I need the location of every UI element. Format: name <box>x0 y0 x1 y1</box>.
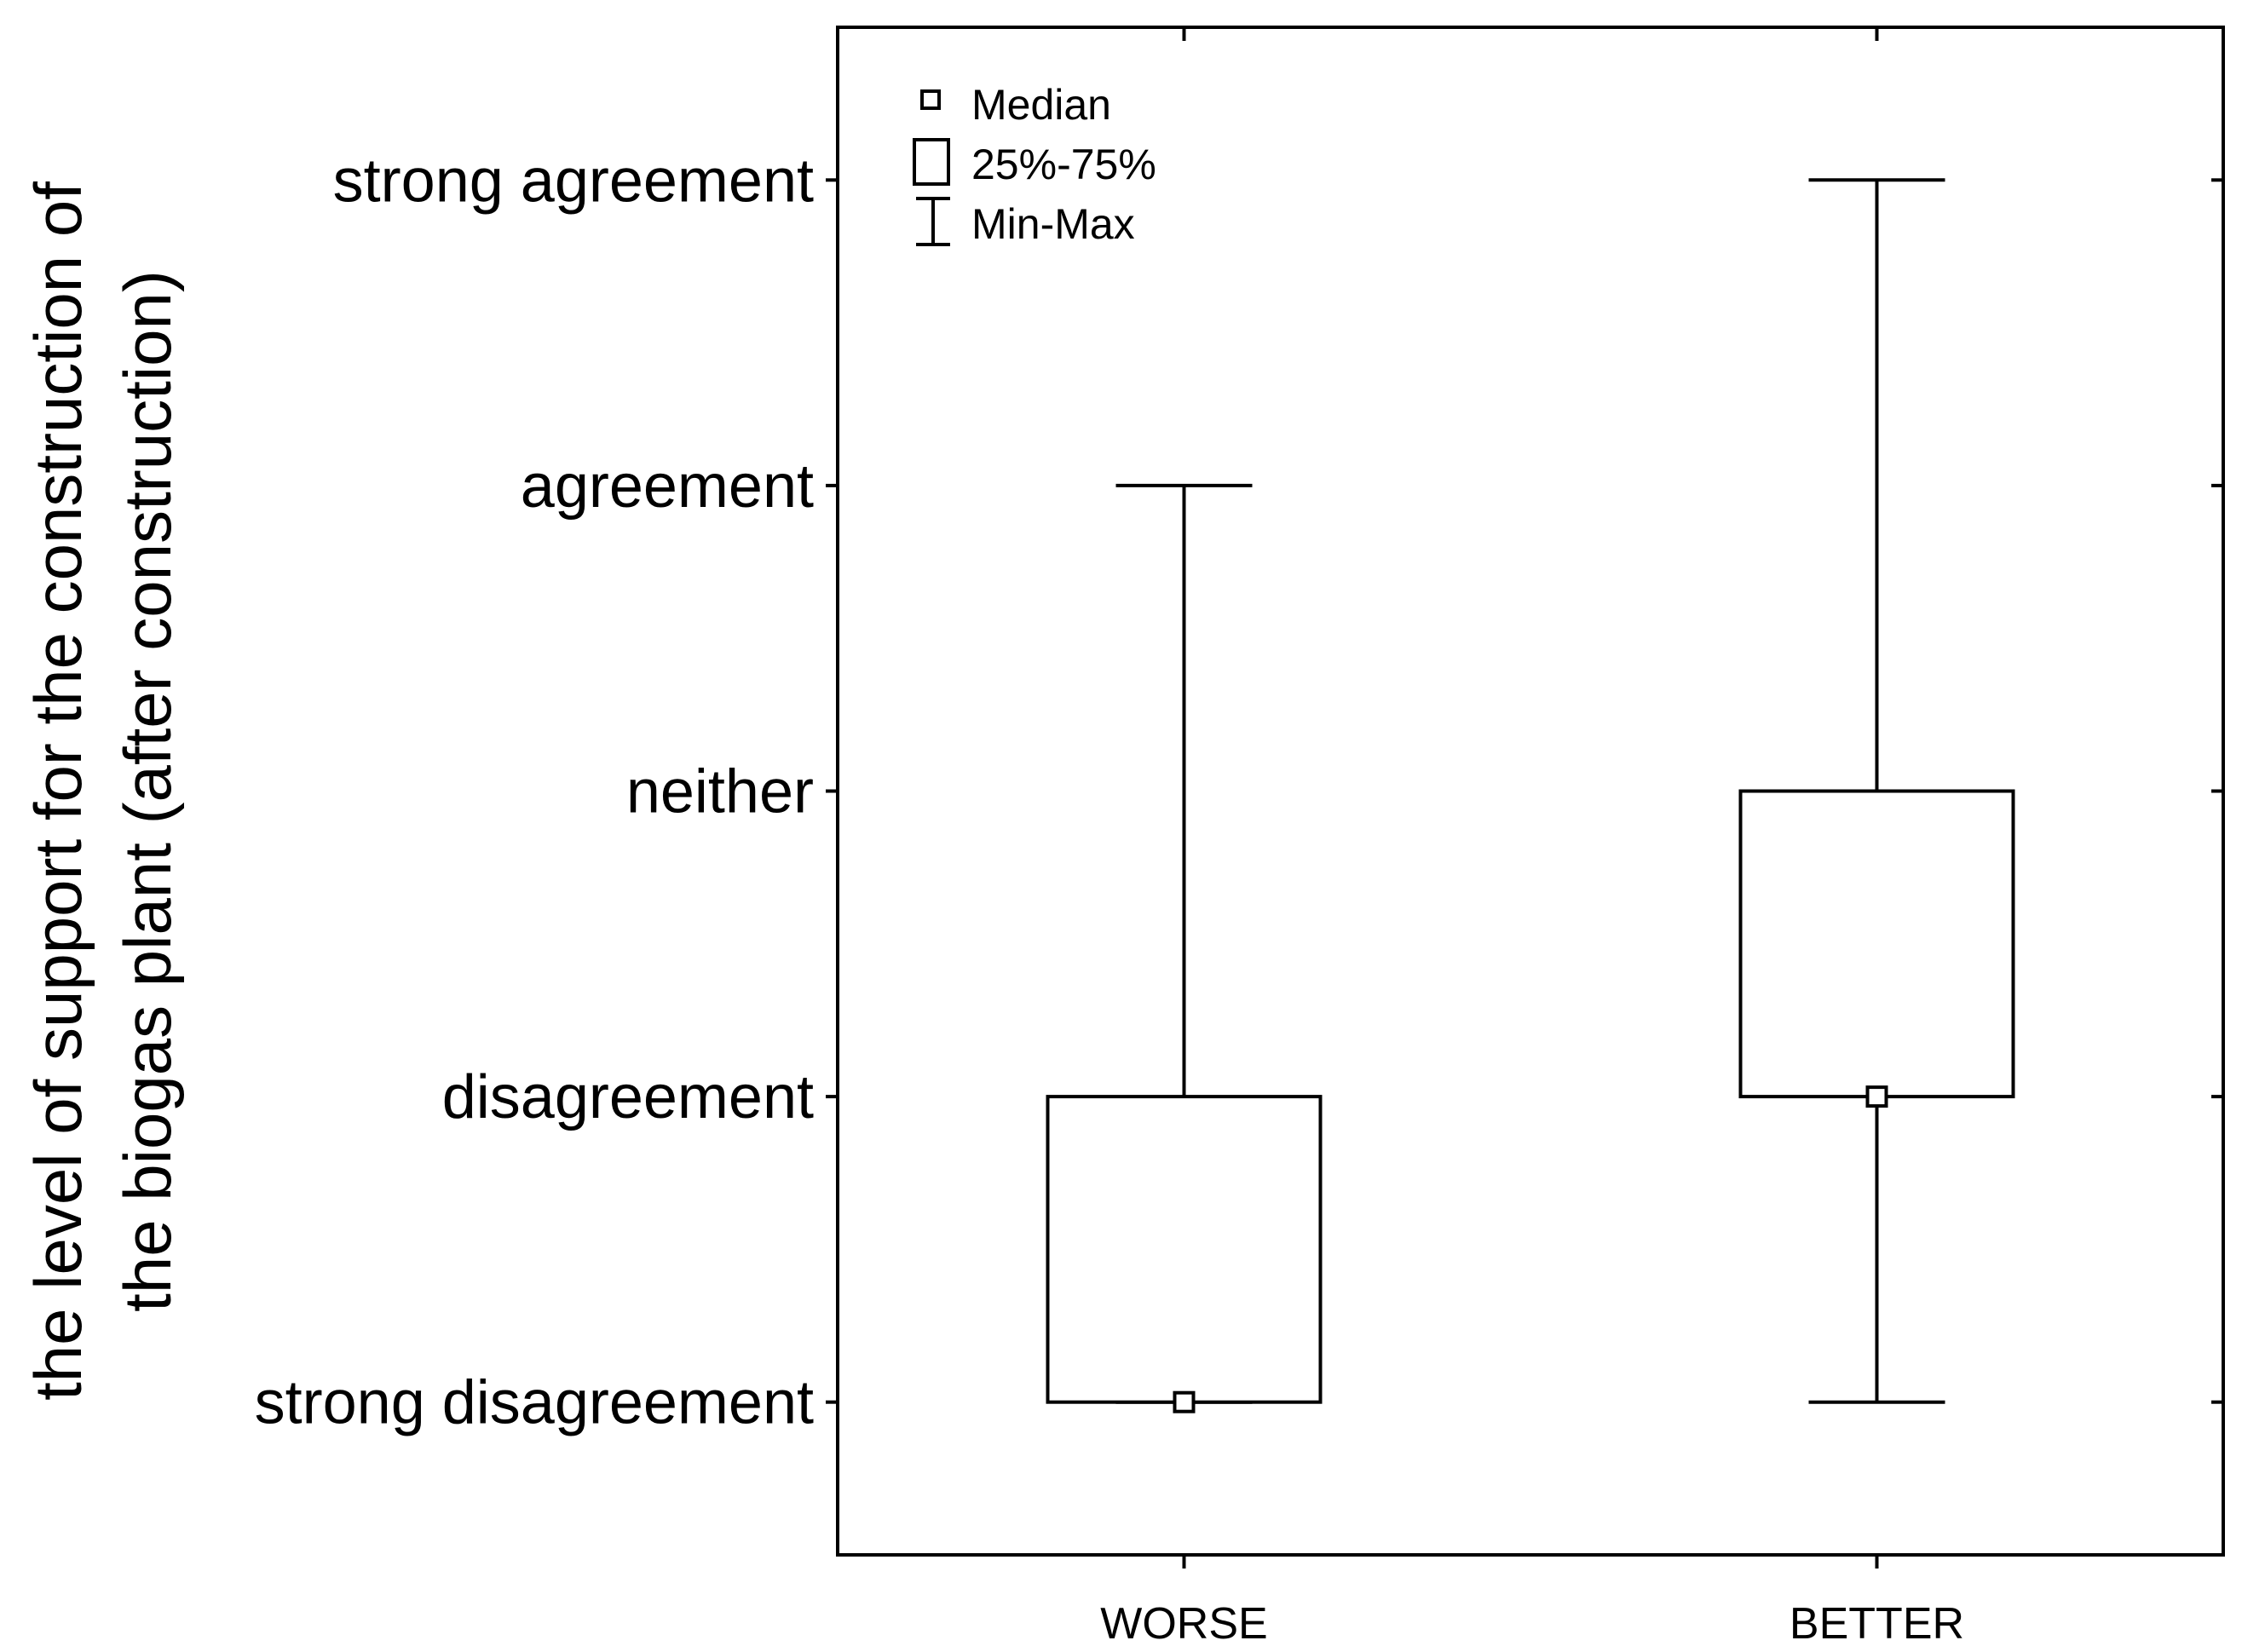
y-axis-label: the level of support for the constructio… <box>20 181 185 1401</box>
y-tick-label: neither <box>626 758 814 826</box>
iqr-box <box>1738 789 2015 1099</box>
box-series <box>1046 178 2015 1413</box>
legend-box-icon <box>913 138 950 186</box>
y-tick-label: strong agreement <box>333 147 814 215</box>
iqr-box <box>1046 1095 1323 1404</box>
y-tick-label: agreement <box>521 452 814 521</box>
legend-median-icon <box>920 89 941 110</box>
x-tick-label: WORSE <box>1100 1599 1267 1649</box>
plot-frame <box>836 26 2225 1557</box>
y-axis-ticks: strong disagreement disagreement neither ag… <box>255 147 2223 1437</box>
x-axis-ticks: WORSE BETTER <box>1100 27 1964 1649</box>
legend-whisker-icon <box>916 197 950 246</box>
median-marker <box>1173 1390 1196 1413</box>
legend-median-label: Median <box>971 81 1111 129</box>
y-tick-label: disagreement <box>442 1063 814 1131</box>
y-axis-label-line: the biogas plant (after construction) <box>110 270 185 1312</box>
legend-box-label: 25%-75% <box>971 141 1156 188</box>
legend-whisker-label: Min-Max <box>971 200 1135 248</box>
box-worse <box>1046 483 1323 1413</box>
x-tick-label: BETTER <box>1790 1599 1964 1649</box>
median-marker <box>1865 1085 1888 1108</box>
y-axis-label-line: the level of support for the constructio… <box>20 181 95 1401</box>
legend: Median 25%-75% Min-Max <box>913 81 1156 248</box>
box-better <box>1738 178 2015 1404</box>
y-tick-label: strong disagreement <box>255 1369 814 1437</box>
